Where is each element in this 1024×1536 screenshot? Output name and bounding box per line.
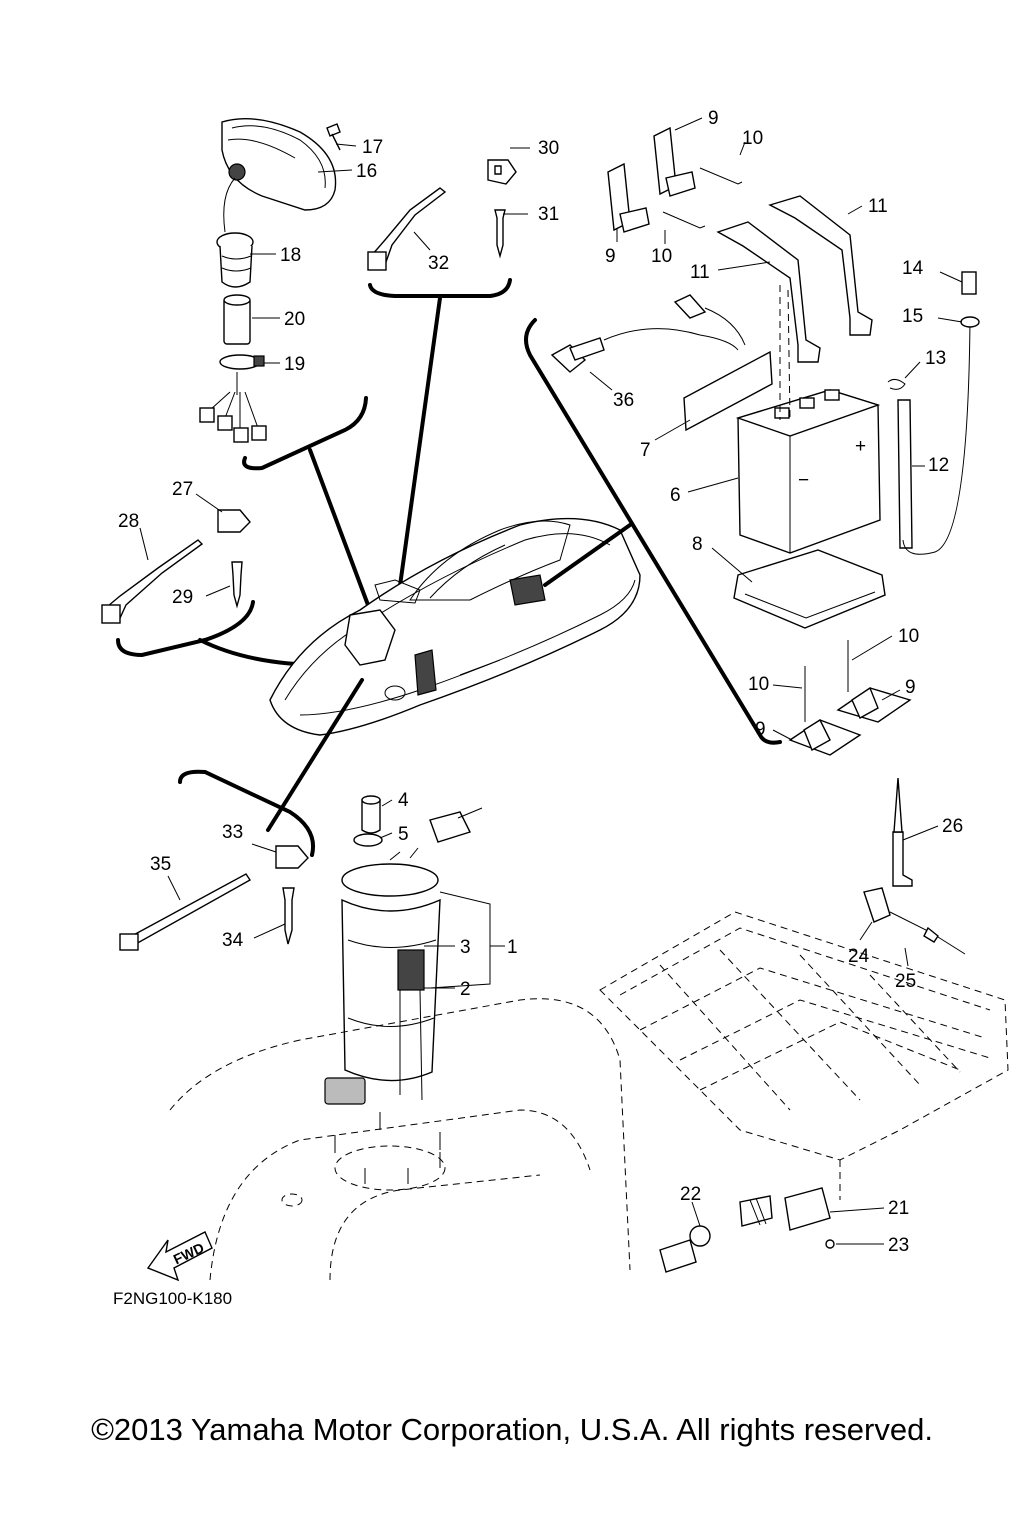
callout-15: 15 [902, 306, 923, 327]
callout-6: 6 [670, 485, 681, 506]
callout-23: 23 [888, 1235, 909, 1256]
part-16-cover[interactable] [221, 118, 337, 211]
callout-21: 21 [888, 1198, 909, 1219]
callout-9-a: 9 [708, 108, 719, 129]
watercraft-hull [269, 517, 641, 736]
part-31-rivet[interactable] [494, 209, 506, 259]
callout-7: 7 [640, 440, 651, 461]
group-bracket-4 [524, 318, 782, 745]
part-29-rivet[interactable] [231, 561, 243, 609]
part-32-cable-tie[interactable] [370, 187, 447, 263]
group-bracket-5 [178, 769, 315, 857]
fwd-label: FWD [171, 1239, 207, 1267]
callout-19: 19 [284, 354, 305, 375]
drain-group [659, 777, 966, 1273]
fuel-sender-cap-group [199, 118, 370, 607]
part-33-clip[interactable] [275, 845, 309, 869]
diagram-code: F2NG100-K180 [113, 1289, 232, 1308]
leader-lines [139, 117, 963, 1245]
callout-20: 20 [284, 309, 305, 330]
callout-9-b: 9 [605, 246, 616, 267]
callout-29: 29 [172, 587, 193, 608]
part-2-filter[interactable] [324, 1077, 366, 1105]
callout-36: 36 [613, 390, 634, 411]
part-22-nut[interactable] [689, 1225, 711, 1247]
callout-4: 4 [398, 790, 409, 811]
callout-9-c: 9 [905, 677, 916, 698]
callout-13: 13 [925, 348, 946, 369]
callout-14: 14 [902, 258, 924, 279]
callout-10-a: 10 [742, 128, 763, 149]
part-17-bolt[interactable] [326, 123, 341, 151]
callout-numbers: 17 16 18 20 19 30 31 32 9 10 9 10 11 11 … [113, 108, 963, 1308]
callout-10-b: 10 [651, 246, 672, 267]
callout-12: 12 [928, 455, 949, 476]
hull-frame-outline [599, 911, 1009, 1200]
part-7-pad[interactable] [683, 350, 773, 432]
part-23-screw[interactable] [825, 1239, 835, 1249]
callout-11-a: 11 [868, 196, 888, 217]
group-bracket-2 [368, 278, 512, 298]
part-28-cable-tie[interactable] [106, 539, 204, 620]
callout-9-d: 9 [755, 719, 766, 740]
fuel-pump-group [119, 678, 483, 1105]
callout-10-d: 10 [748, 674, 769, 695]
fuel-tank-outline [169, 998, 631, 1281]
part-12-vent-tube[interactable] [897, 399, 913, 549]
part-15-clamp[interactable] [960, 316, 980, 328]
part-5-clamp[interactable] [353, 833, 383, 847]
callout-35: 35 [150, 854, 171, 875]
callout-5: 5 [398, 824, 409, 845]
part-34-rivet[interactable] [282, 887, 295, 945]
callout-27: 27 [172, 479, 193, 500]
part-4-spacer[interactable] [361, 799, 381, 834]
callout-11-b: 11 [690, 262, 710, 283]
part-13-clip[interactable] [887, 378, 906, 390]
group-bracket-1 [242, 396, 368, 471]
clip-group-upper [367, 159, 517, 602]
part-11-strap-b[interactable] [716, 221, 821, 363]
callout-16: 16 [356, 161, 377, 182]
callout-1: 1 [507, 937, 518, 958]
part-1-fuel-pump-flange[interactable] [341, 863, 439, 897]
part-16-nut [228, 163, 246, 181]
callout-18: 18 [280, 245, 301, 266]
part-14-breather[interactable] [961, 271, 977, 295]
callout-26: 26 [942, 816, 963, 837]
part-3-pump-connector[interactable] [397, 949, 425, 991]
callout-25: 25 [895, 971, 916, 992]
callout-30: 30 [538, 138, 559, 159]
part-30-clip[interactable] [487, 159, 517, 185]
part-26-cable-tie[interactable] [892, 831, 913, 887]
callout-8: 8 [692, 534, 703, 555]
battery-negative-label: − [798, 470, 809, 491]
part-10-pin-upper-a[interactable] [699, 167, 743, 185]
part-11-strap-a[interactable] [768, 195, 873, 336]
callout-34: 34 [222, 930, 244, 951]
part-24-clip[interactable] [863, 887, 891, 923]
battery-positive-label: + [855, 436, 866, 457]
copyright-notice: ©2013 Yamaha Motor Corporation, U.S.A. A… [91, 1412, 933, 1447]
callout-10-c: 10 [898, 626, 919, 647]
battery-group: − + [524, 126, 980, 756]
callout-24: 24 [848, 946, 870, 967]
callout-2: 2 [460, 979, 471, 1000]
forward-arrow: FWD [146, 1231, 213, 1282]
callout-22: 22 [680, 1184, 701, 1205]
group-bracket-3 [116, 600, 255, 658]
clip-group-left [101, 509, 327, 667]
callout-3: 3 [460, 937, 471, 958]
callout-28: 28 [118, 511, 139, 532]
callout-33: 33 [222, 822, 243, 843]
part-21-bracket[interactable] [784, 1187, 831, 1231]
callout-17: 17 [362, 137, 383, 158]
part-27-clip[interactable] [217, 509, 251, 533]
callout-32: 32 [428, 253, 449, 274]
callout-31: 31 [538, 204, 559, 225]
part-8-tray[interactable] [733, 549, 886, 629]
